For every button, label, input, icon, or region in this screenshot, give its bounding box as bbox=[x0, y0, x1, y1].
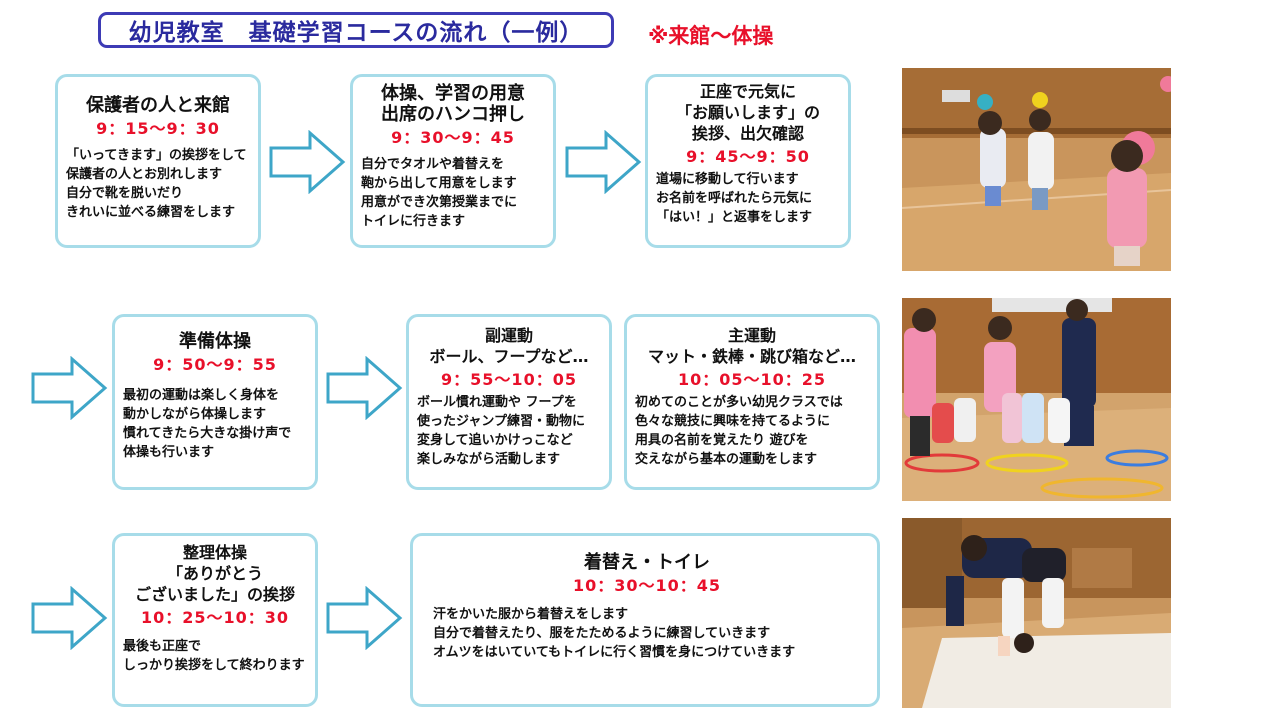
step-greeting: 正座で元気に 「お願いします」の 挨拶、出欠確認 9：45〜9：50 道場に移動… bbox=[645, 74, 851, 248]
step-title: 体操、学習の用意 出席のハンコ押し bbox=[381, 83, 525, 125]
step-arrival: 保護者の人と来館 9：15〜9：30 「いってきます」の挨拶をして 保護者の人と… bbox=[55, 74, 261, 248]
step-time: 9：15〜9：30 bbox=[96, 119, 220, 138]
step-cooldown: 整理体操 「ありがとう ございました」の挨拶 10：25〜10：30 最後も正座… bbox=[112, 533, 318, 707]
step-preparation: 体操、学習の用意 出席のハンコ押し 9：30〜9：45 自分でタオルや着替えを … bbox=[350, 74, 556, 248]
photo-mat-exercise bbox=[902, 518, 1171, 708]
step-description: 初めてのことが多い幼児クラスでは 色々な競技に興味を持てるように 用具の名前を覚… bbox=[635, 395, 843, 467]
arrow-right-icon bbox=[326, 356, 403, 420]
arrow-right-icon bbox=[269, 130, 346, 194]
step-change-toilet: 着替え・トイレ 10：30〜10：45 汗をかいた服から着替えをします 自分で着… bbox=[410, 533, 880, 707]
step-main-exercise: 主運動 マット・鉄棒・跳び箱など… 10：05〜10：25 初めてのことが多い幼… bbox=[624, 314, 880, 490]
step-time: 9：30〜9：45 bbox=[391, 128, 515, 147]
arrow-right-icon bbox=[31, 586, 108, 650]
step-sub-exercise: 副運動 ボール、フープなど… 9：55〜10：05 ボール慣れ運動や フープを … bbox=[406, 314, 612, 490]
step-title: 保護者の人と来館 bbox=[86, 95, 230, 116]
photo-children-hoops bbox=[902, 298, 1171, 501]
step-title: 正座で元気に 「お願いします」の 挨拶、出欠確認 bbox=[675, 82, 820, 143]
step-description: 最初の運動は楽しく身体を 動かしながら体操します 慣れてきたら大きな掛け声で 体… bbox=[123, 388, 292, 460]
step-time: 9：50〜9：55 bbox=[153, 355, 277, 374]
step-description: 最後も正座で しっかり挨拶をして終わります bbox=[123, 639, 305, 673]
photo-children-ball-exercise bbox=[902, 68, 1171, 271]
step-time: 10：30〜10：45 bbox=[572, 576, 722, 595]
arrow-right-icon bbox=[326, 586, 403, 650]
arrow-right-icon bbox=[565, 130, 642, 194]
page-subtitle-note: ※来館〜体操 bbox=[648, 24, 774, 48]
step-title: 整理体操 「ありがとう ございました」の挨拶 bbox=[134, 543, 295, 604]
page-title: 幼児教室 基礎学習コースの流れ（一例） bbox=[98, 12, 614, 48]
step-time: 10：25〜10：30 bbox=[140, 608, 290, 627]
step-title: 副運動 ボール、フープなど… bbox=[429, 326, 589, 366]
step-warmup: 準備体操 9：50〜9：55 最初の運動は楽しく身体を 動かしながら体操します … bbox=[112, 314, 318, 490]
arrow-right-icon bbox=[31, 356, 108, 420]
step-title: 準備体操 bbox=[179, 331, 251, 352]
step-time: 9：45〜9：50 bbox=[686, 147, 810, 166]
step-description: 汗をかいた服から着替えをします 自分で着替えたり、服をたためるように練習していき… bbox=[433, 607, 796, 660]
step-time: 10：05〜10：25 bbox=[677, 370, 827, 389]
step-description: 道場に移動して行います お名前を呼ばれたら元気に 「はい！」と返事をします bbox=[656, 172, 813, 225]
step-description: 自分でタオルや着替えを 鞄から出して用意をします 用意ができ次第授業までに トイ… bbox=[361, 157, 518, 229]
step-description: 「いってきます」の挨拶をして 保護者の人とお別れします 自分で靴を脱いだり きれ… bbox=[66, 148, 247, 220]
step-title: 主運動 マット・鉄棒・跳び箱など… bbox=[647, 326, 856, 366]
step-time: 9：55〜10：05 bbox=[441, 370, 577, 389]
step-title: 着替え・トイレ bbox=[584, 552, 710, 573]
step-description: ボール慣れ運動や フープを 使ったジャンプ練習・動物に 変身して追いかけっこなど… bbox=[417, 395, 585, 467]
